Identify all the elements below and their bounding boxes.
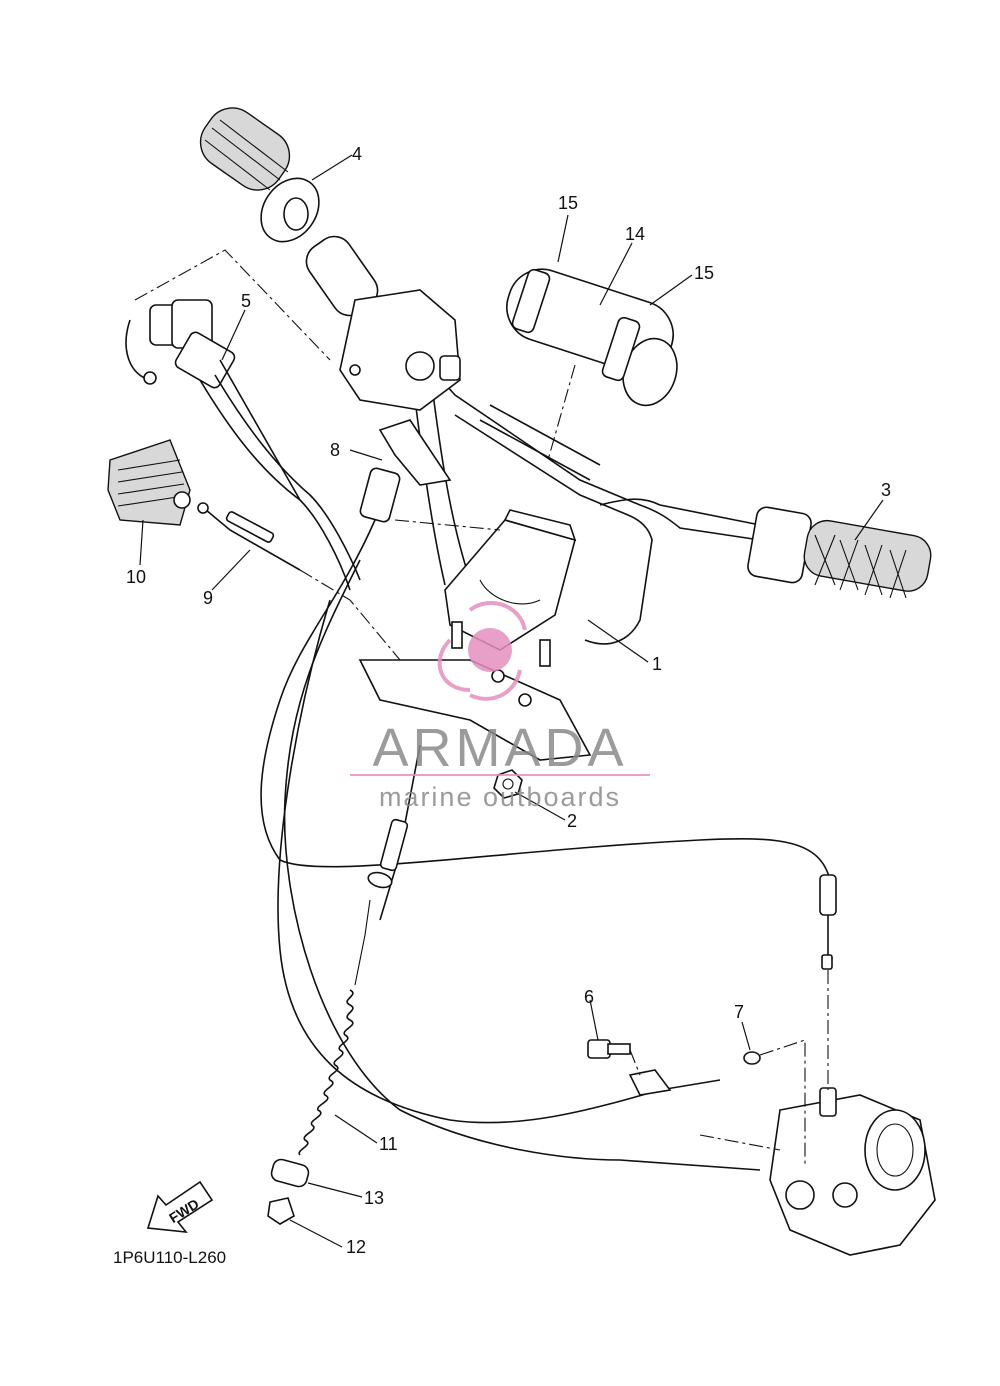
throttle-housing[interactable] xyxy=(339,289,461,411)
callout-7: 7 xyxy=(734,1002,744,1022)
cable-end-13[interactable] xyxy=(270,1158,310,1189)
callout-12: 12 xyxy=(346,1237,366,1257)
callout-15-left: 15 xyxy=(558,193,578,213)
lever-cable-assembly[interactable] xyxy=(125,299,361,591)
carburetor[interactable] xyxy=(769,1087,936,1256)
callout-9: 9 xyxy=(203,588,213,608)
callout-2: 2 xyxy=(567,811,577,831)
callout-15-right: 15 xyxy=(694,263,714,283)
watermark-brand: ARMADA xyxy=(372,718,627,778)
right-grip[interactable] xyxy=(746,506,934,599)
cable-9[interactable] xyxy=(197,502,301,571)
leader-lines xyxy=(139,154,884,1248)
callout-8: 8 xyxy=(330,440,340,460)
lever-cover[interactable] xyxy=(107,439,191,526)
handlebar-holder[interactable] xyxy=(444,509,577,667)
cable-end-12[interactable] xyxy=(267,1197,295,1225)
watermark-tagline: marine outboards xyxy=(379,782,621,812)
callout-6: 6 xyxy=(584,987,594,1007)
callout-1: 1 xyxy=(652,654,662,674)
diagram-code: 1P6U110-L260 xyxy=(113,1248,226,1267)
callout-11: 11 xyxy=(379,1134,398,1154)
callout-4: 4 xyxy=(352,144,362,164)
cable-bracket[interactable] xyxy=(628,1069,672,1096)
handlebar-pad[interactable] xyxy=(498,260,685,412)
clutch-cable-spring[interactable] xyxy=(298,744,421,1156)
reference-lines xyxy=(134,249,829,1165)
fwd-arrow-icon: FWD xyxy=(146,1180,214,1233)
callout-10: 10 xyxy=(126,567,146,587)
throttle-cable[interactable] xyxy=(260,519,837,1171)
callout-14: 14 xyxy=(625,224,645,244)
callout-5: 5 xyxy=(241,291,251,311)
callout-13: 13 xyxy=(364,1188,384,1208)
left-grip-assembly[interactable] xyxy=(190,98,384,323)
o-ring-7[interactable] xyxy=(743,1051,761,1065)
armada-logo-icon xyxy=(437,600,527,701)
callout-3: 3 xyxy=(881,480,891,500)
switch-8[interactable] xyxy=(359,419,452,523)
watermark: ARMADA marine outboards xyxy=(350,600,650,812)
bolt-6[interactable] xyxy=(587,1039,631,1059)
callout-labels: 4 5 8 10 9 1 3 2 6 7 11 13 12 14 15 15 xyxy=(126,144,891,1257)
